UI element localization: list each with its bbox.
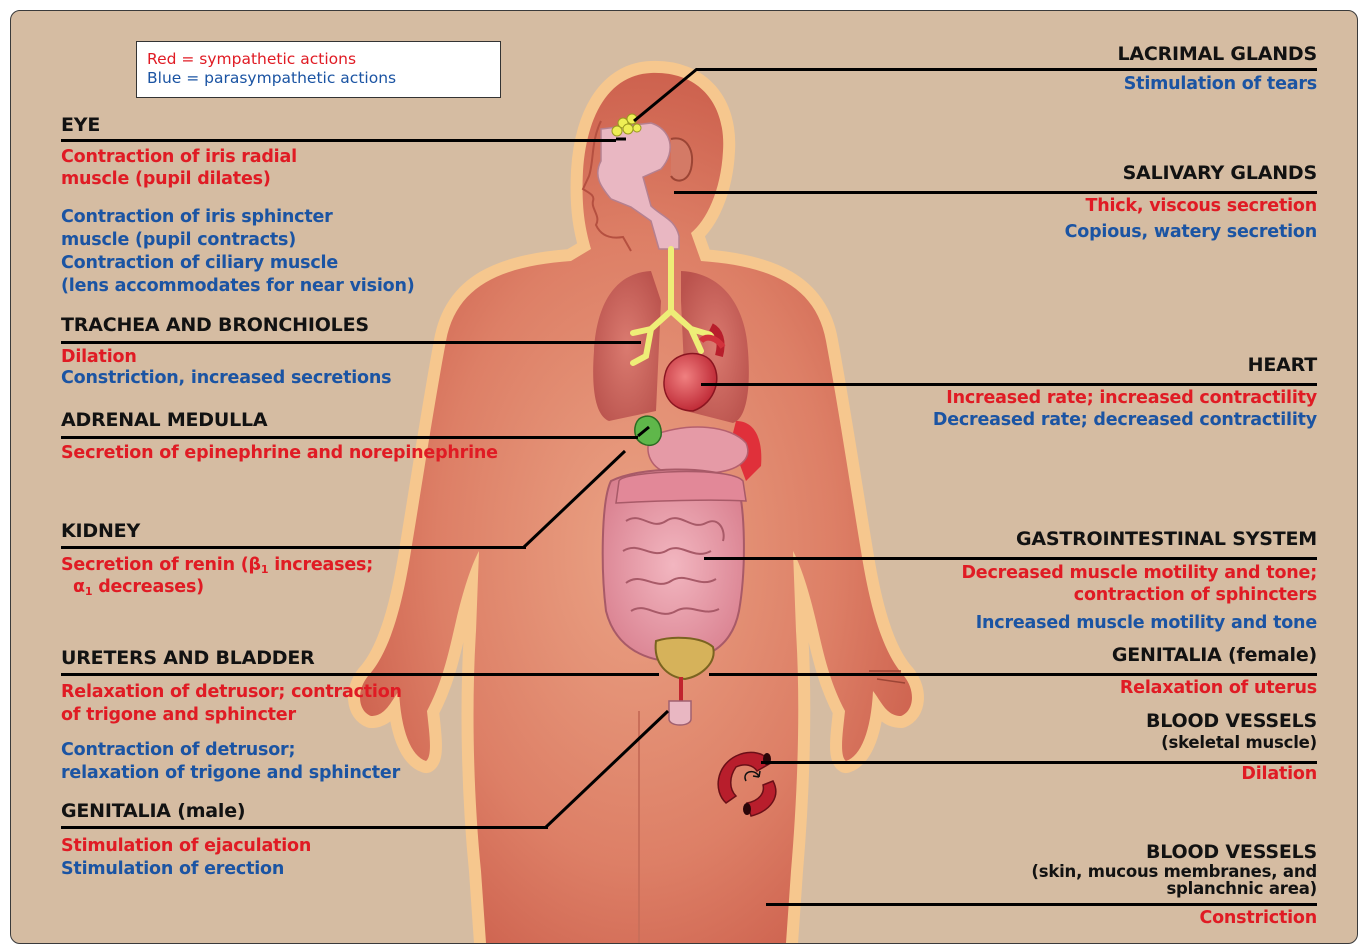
- lacrimal-parasympathetic: Stimulation of tears: [1124, 75, 1317, 95]
- eye-sympathetic-1: Contraction of iris radial: [61, 148, 297, 168]
- eye-parasympathetic-3: Contraction of ciliary muscle: [61, 254, 338, 274]
- genitalia-female-title: GENITALIA (female): [1112, 645, 1317, 667]
- trachea-parasympathetic: Constriction, increased secretions: [61, 369, 391, 389]
- vessels-skin-title: BLOOD VESSELS: [1146, 842, 1317, 864]
- eye-title: EYE: [61, 115, 100, 137]
- salivary-title: SALIVARY GLANDS: [1123, 163, 1317, 185]
- genitalia-male-title: GENITALIA (male): [61, 801, 245, 823]
- vessels-skin-sympathetic: Constriction: [1199, 909, 1317, 929]
- salivary-sympathetic: Thick, viscous secretion: [1085, 197, 1317, 217]
- lacrimal-title: LACRIMAL GLANDS: [1117, 44, 1317, 66]
- heart-sympathetic: Increased rate; increased contractility: [946, 389, 1317, 409]
- kidney-symp-2-text: α: [73, 577, 85, 597]
- gi-sympathetic-1: Decreased muscle motility and tone;: [961, 564, 1317, 584]
- ureters-sympathetic-1: Relaxation of detrusor; contraction: [61, 683, 402, 703]
- vessels-muscle-sympathetic: Dilation: [1241, 765, 1317, 785]
- gi-sympathetic-2: contraction of sphincters: [1074, 586, 1317, 606]
- legend-parasympathetic: Blue = parasympathetic actions: [147, 69, 500, 88]
- diagram-panel: Red = sympathetic actions Blue = parasym…: [10, 10, 1358, 944]
- gi-parasympathetic: Increased muscle motility and tone: [976, 614, 1317, 634]
- kidney-sympathetic-1: Secretion of renin (β1 increases;: [61, 556, 373, 576]
- ureters-parasympathetic-2: relaxation of trigone and sphincter: [61, 764, 400, 784]
- salivary-parasympathetic: Copious, watery secretion: [1065, 223, 1317, 243]
- vessels-muscle-subtitle: (skeletal muscle): [1161, 734, 1317, 753]
- gi-title: GASTROINTESTINAL SYSTEM: [1016, 529, 1317, 551]
- adrenal-sympathetic: Secretion of epinephrine and norepinephr…: [61, 444, 498, 464]
- genitalia-male-parasympathetic: Stimulation of erection: [61, 860, 284, 880]
- ureters-parasympathetic-1: Contraction of detrusor;: [61, 741, 295, 761]
- trachea-sympathetic: Dilation: [61, 348, 137, 368]
- ureters-title: URETERS AND BLADDER: [61, 648, 315, 670]
- vessels-skin-subtitle-2: splanchnic area): [1166, 880, 1317, 899]
- heart-parasympathetic: Decreased rate; decreased contractility: [933, 411, 1317, 431]
- kidney-symp-1-text-b: increases;: [268, 555, 373, 575]
- heart-title: HEART: [1248, 355, 1317, 377]
- genitalia-female-sympathetic: Relaxation of uterus: [1120, 679, 1317, 699]
- eye-parasympathetic-4: (lens accommodates for near vision): [61, 277, 415, 297]
- kidney-symp-2-text-b: decreases): [92, 577, 204, 597]
- eye-parasympathetic-2: muscle (pupil contracts): [61, 231, 296, 251]
- kidney-title: KIDNEY: [61, 521, 140, 543]
- vessels-muscle-title: BLOOD VESSELS: [1146, 711, 1317, 733]
- kidney-symp-1-text: Secretion of renin (β: [61, 555, 261, 575]
- ureters-sympathetic-2: of trigone and sphincter: [61, 706, 296, 726]
- adrenal-title: ADRENAL MEDULLA: [61, 410, 267, 432]
- kidney-sympathetic-2: α1 decreases): [73, 578, 204, 598]
- genitalia-male-sympathetic: Stimulation of ejaculation: [61, 837, 311, 857]
- legend-sympathetic: Red = sympathetic actions: [147, 50, 500, 69]
- legend: Red = sympathetic actions Blue = parasym…: [136, 41, 501, 98]
- trachea-title: TRACHEA AND BRONCHIOLES: [61, 315, 369, 337]
- eye-sympathetic-2: muscle (pupil dilates): [61, 170, 271, 190]
- eye-parasympathetic-1: Contraction of iris sphincter: [61, 208, 333, 228]
